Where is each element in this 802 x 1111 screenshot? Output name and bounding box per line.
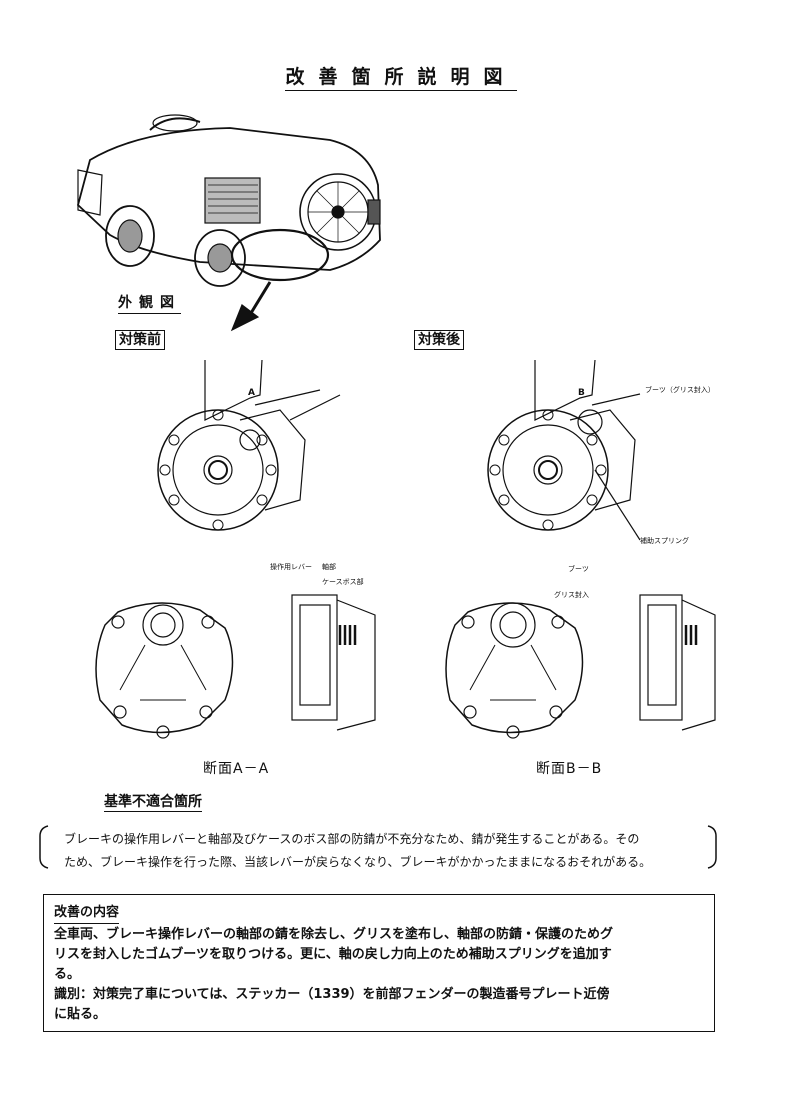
- nonconformity-heading: 基準不適合箇所: [104, 791, 202, 812]
- right-bracket: [707, 825, 717, 869]
- improvement-line-2: リスを封入したゴムブーツを取りつける。更に、軸の戻し力向上のため補助スプリングを…: [54, 947, 612, 962]
- improvement-heading: 改善の内容: [54, 903, 120, 924]
- left-bracket: [39, 825, 49, 869]
- nonconformity-text: ブレーキの操作用レバーと軸部及びケースのボス部の防錆が不充分なため、錆が発生する…: [64, 828, 714, 874]
- improvement-line-5: に貼る。: [54, 1007, 107, 1022]
- shaft-label: 軸部: [322, 563, 336, 571]
- improvement-line-3: る。: [54, 967, 81, 982]
- improvement-box: 改善の内容 全車両、ブレーキ操作レバーの軸部の錆を除去し、グリスを塗布し、軸部の…: [43, 894, 715, 1032]
- exterior-label: 外観図: [118, 292, 181, 314]
- improvement-line-1: 全車両、ブレーキ操作レバーの軸部の錆を除去し、グリスを塗布し、軸部の防錆・保護の…: [54, 927, 614, 942]
- tractor-illustration: [76, 114, 381, 332]
- nonconformity-line-1: ブレーキの操作用レバーと軸部及びケースのボス部の防錆が不充分なため、錆が発生する…: [64, 832, 640, 846]
- highlight-ellipse: [230, 228, 330, 282]
- section-b-label: 断面B－B: [536, 761, 603, 777]
- before-label: 対策前: [115, 330, 165, 350]
- grease-fill-label: グリス封入: [554, 591, 589, 599]
- case-boss-label: ケースボス部: [322, 578, 364, 586]
- nonconformity-line-2: ため、ブレーキ操作を行った際、当該レバーが戻らなくなり、ブレーキがかかったままに…: [64, 855, 652, 869]
- section-a-diagram: [95, 594, 376, 739]
- aux-spring-label: 補助スプリング: [640, 537, 689, 545]
- improvement-line-4: 識別：対策完了車については、ステッカー（1339）を前部フェンダーの製造番号プレ…: [54, 987, 610, 1002]
- page-title: 改善箇所説明図: [0, 62, 802, 91]
- gearbox-before-diagram: [157, 359, 341, 531]
- marker-b: B: [578, 388, 585, 398]
- section-a-label: 断面A－A: [203, 761, 270, 777]
- boot-label: ブーツ: [568, 565, 589, 573]
- marker-a: A: [248, 388, 255, 398]
- section-b-diagram: [445, 594, 716, 739]
- boot-grease-label: ブーツ（グリス封入）: [645, 386, 715, 394]
- op-lever-label: 操作用レバー: [270, 563, 312, 571]
- gearbox-after-diagram: [487, 359, 641, 541]
- after-label: 対策後: [414, 330, 464, 350]
